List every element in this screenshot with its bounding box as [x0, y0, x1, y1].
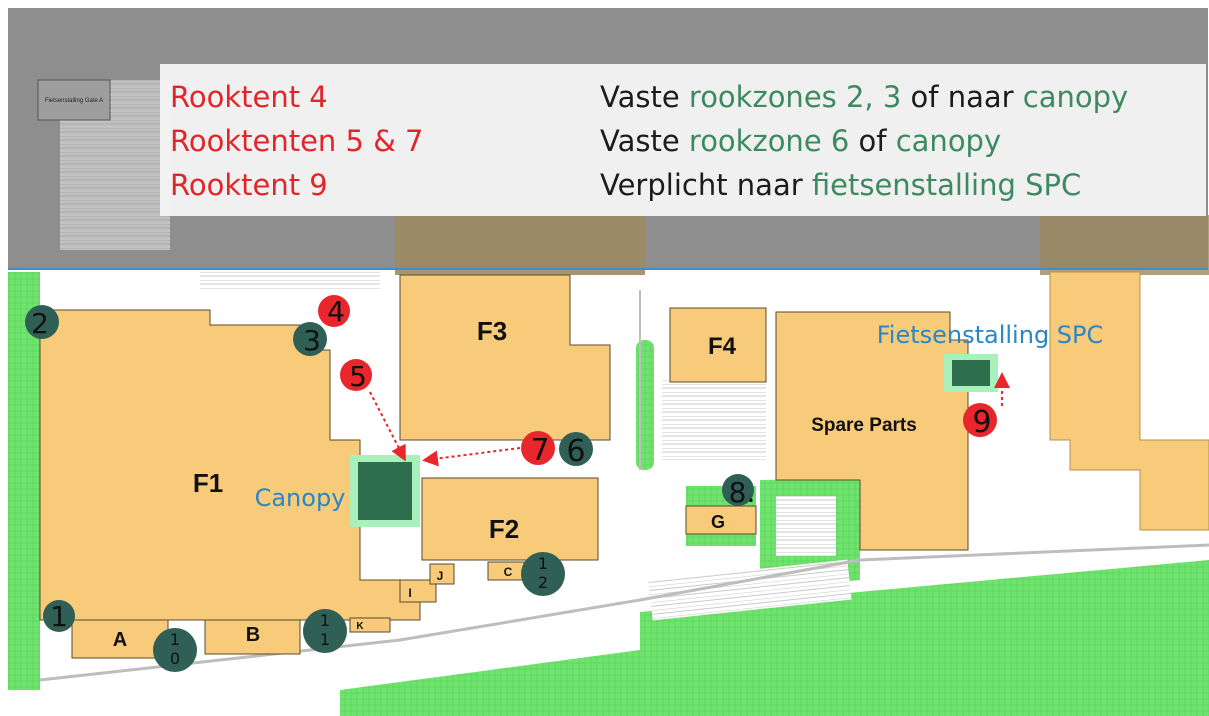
- svg-text:2: 2: [538, 573, 548, 592]
- building-spare-parts-label: Spare Parts: [811, 415, 917, 436]
- legend-row-2-tent: Rooktenten 5 & 7: [170, 124, 424, 158]
- marker-zone-8: 8.: [722, 474, 755, 509]
- building-f1-label: F1: [193, 468, 223, 498]
- building-k-shape: [349, 617, 391, 633]
- svg-text:1: 1: [320, 630, 330, 649]
- svg-text:1: 1: [170, 630, 180, 649]
- marker-zone-2: 2: [25, 305, 59, 340]
- grass-median: [636, 340, 654, 470]
- grass-west: [8, 272, 40, 690]
- marker-zone-3: 3: [293, 322, 327, 357]
- building-a-label: A: [113, 629, 127, 651]
- legend-row-2-seg-2: rookzone 6: [688, 124, 850, 158]
- svg-text:0: 0: [170, 649, 180, 668]
- marker-zone-11: 1 1: [303, 609, 347, 653]
- legend-row-1-rule: Vaste rookzones 2, 3 of naar canopy: [600, 80, 1128, 114]
- parking-east: [776, 496, 836, 556]
- parking-north: [200, 270, 380, 290]
- building-f4-label: F4: [708, 333, 737, 360]
- marker-tent-7: 7: [521, 431, 555, 468]
- gate-a-building: [37, 79, 111, 121]
- svg-text:2: 2: [31, 307, 49, 340]
- legend-panel: Rooktent 4 Vaste rookzones 2, 3 of naar …: [160, 64, 1206, 216]
- legend-row-2-rule: Vaste rookzone 6 of canopy: [600, 124, 1001, 158]
- fietsenstalling-label: Fietsenstalling SPC: [877, 321, 1104, 349]
- gate-a-label: Fietsenstalling Gate A: [45, 98, 103, 104]
- marker-zone-12: 1 2: [521, 552, 565, 596]
- marker-zone-10: 1 0: [153, 628, 197, 672]
- building-f3-shape: [399, 274, 611, 441]
- building-c-label: C: [504, 565, 513, 579]
- canopy-square: [358, 462, 412, 520]
- building-f4-shape: [669, 307, 767, 383]
- f3-top-dim: [395, 215, 645, 275]
- arrow-7-to-canopy: [422, 447, 521, 467]
- svg-text:3: 3: [303, 324, 321, 357]
- legend-row-2-seg-1: Vaste: [600, 124, 689, 158]
- svg-text:8.: 8.: [729, 476, 756, 509]
- svg-text:9: 9: [972, 405, 991, 440]
- marker-tent-5: 5: [340, 359, 372, 393]
- building-f2-shape: [421, 477, 599, 561]
- overlay-edge-line: [8, 268, 1208, 270]
- svg-text:7: 7: [530, 433, 549, 468]
- legend-row-1-seg-1: Vaste: [600, 80, 689, 114]
- fietsenstalling-square: [952, 360, 990, 386]
- building-j-label: J: [437, 569, 444, 583]
- grass-south-west: [340, 650, 640, 716]
- legend-row-1-seg-2: rookzones 2, 3: [688, 80, 902, 114]
- building-j-shape: [429, 563, 455, 585]
- legend-row-1-seg-3: of naar: [901, 80, 1023, 114]
- building-g-shape: [685, 505, 757, 535]
- marker-zone-6: 6: [559, 432, 593, 469]
- legend-row-3-rule: Verplicht naar fietsenstalling SPC: [600, 168, 1081, 202]
- right-building-dim: [1040, 215, 1209, 275]
- parking-south: [648, 559, 852, 621]
- parking-f4: [662, 380, 766, 460]
- arrow-5-to-canopy: [369, 391, 406, 462]
- building-i-label: I: [408, 586, 411, 600]
- building-f1-shape: [39, 309, 421, 621]
- marker-tent-9: 9: [963, 403, 997, 440]
- building-f2-label: F2: [489, 514, 519, 544]
- building-b-label: B: [246, 624, 260, 646]
- building-k-label: K: [356, 621, 364, 632]
- legend-row-1-tent: Rooktent 4: [170, 80, 328, 114]
- building-i-shape: [399, 579, 437, 603]
- building-spare-parts-shape: [775, 311, 969, 551]
- building-east-shape: [1049, 271, 1209, 531]
- svg-text:5: 5: [349, 360, 367, 393]
- canopy-label: Canopy: [255, 484, 346, 512]
- legend-row-2-seg-4: canopy: [895, 124, 1002, 158]
- svg-text:4: 4: [327, 295, 345, 328]
- legend-row-3-tent: Rooktent 9: [170, 168, 328, 202]
- legend-row-1-seg-4: canopy: [1022, 80, 1129, 114]
- marker-tent-4: 4: [318, 295, 350, 328]
- svg-text:6: 6: [566, 434, 585, 469]
- legend-row-2-seg-3: of: [849, 124, 896, 158]
- legend-row-3-seg-1: Verplicht naar: [600, 168, 812, 202]
- building-g-label: G: [711, 512, 725, 532]
- building-b-shape: [204, 619, 301, 655]
- svg-text:1: 1: [50, 600, 68, 633]
- legend-row-3-seg-2: fietsenstalling SPC: [811, 168, 1082, 202]
- svg-text:1: 1: [538, 554, 548, 573]
- building-f3-label: F3: [477, 316, 507, 346]
- building-a-shape: [71, 619, 169, 659]
- marker-zone-1: 1: [43, 600, 75, 633]
- svg-text:1: 1: [320, 611, 330, 630]
